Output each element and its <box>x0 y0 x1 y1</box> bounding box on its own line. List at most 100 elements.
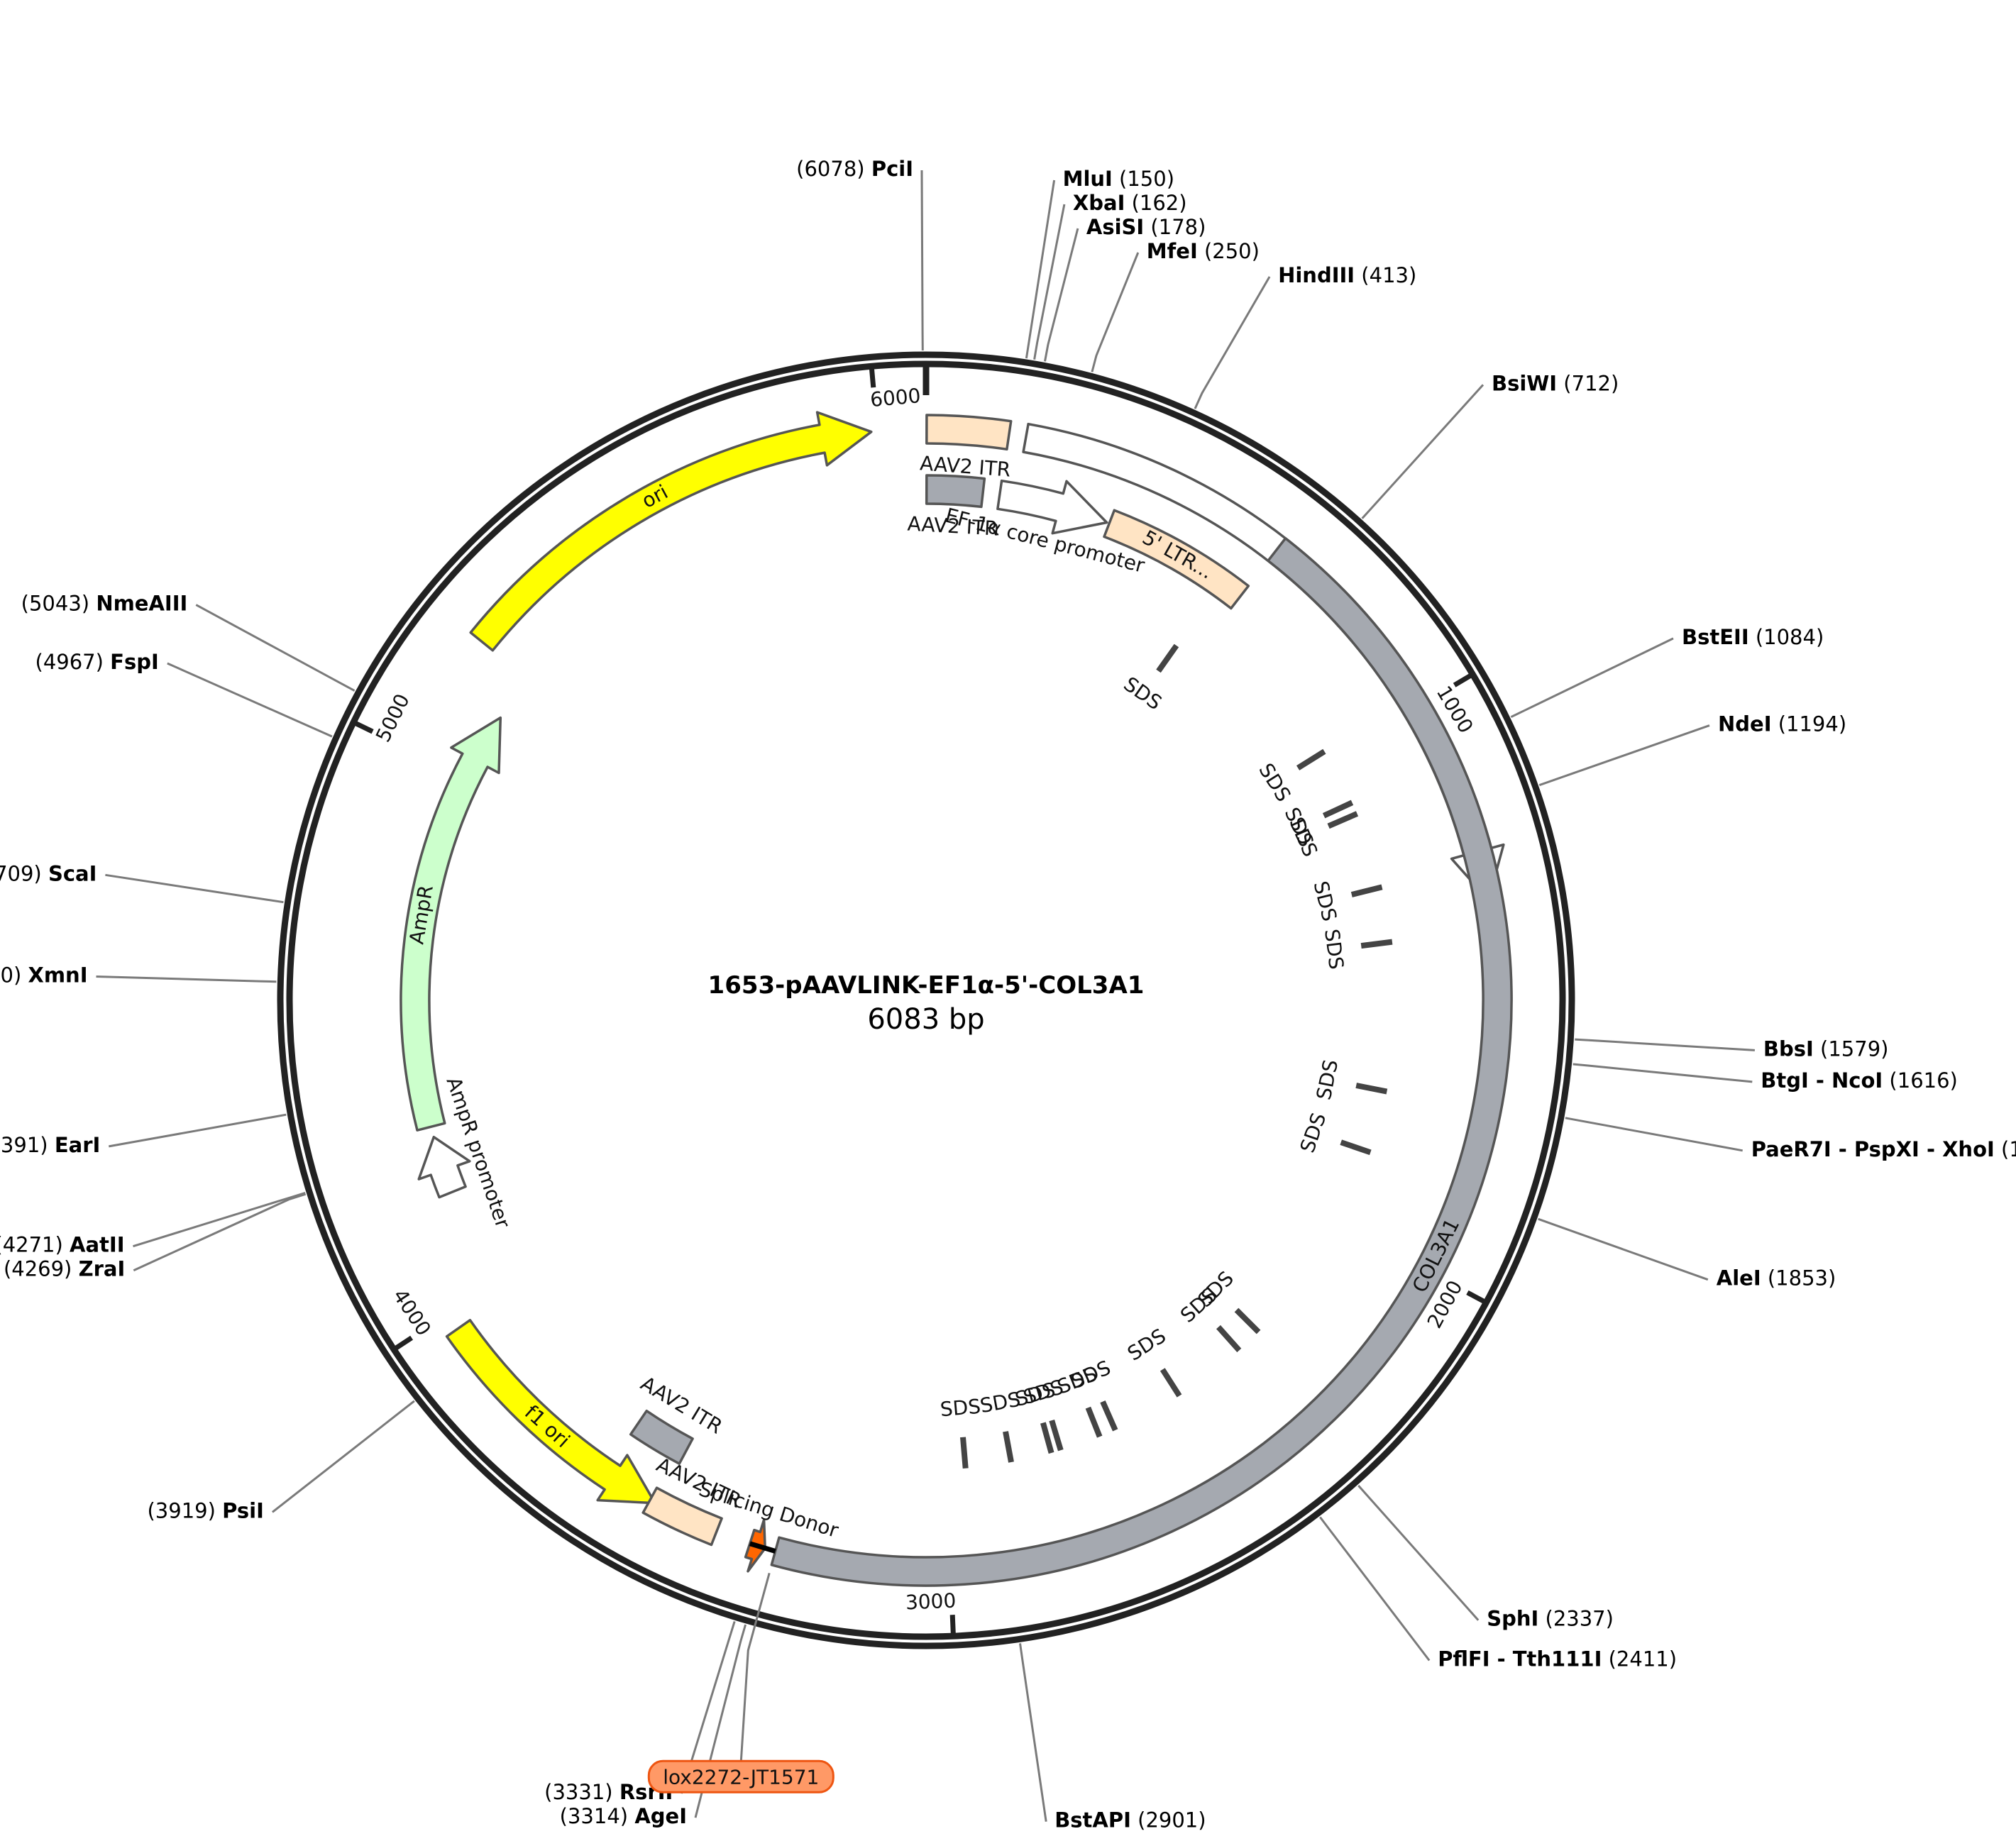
site-leader <box>133 1191 306 1248</box>
site-leader <box>1575 1038 1755 1051</box>
site-label: BtgI - NcoI (1616) <box>1761 1068 1958 1093</box>
site-tspan: (1084) <box>1749 625 1824 649</box>
feature-itr3 <box>629 1409 694 1465</box>
site-tspan: (4391) <box>0 1133 55 1157</box>
sds-mark <box>1322 800 1354 819</box>
site-tspan: (2901) <box>1131 1808 1206 1832</box>
site-tspan: HindIII <box>1278 263 1355 287</box>
site-label: (4391) EarI <box>0 1133 100 1157</box>
site-leader <box>1510 637 1674 718</box>
tick-mark <box>395 1335 414 1350</box>
feature-ampr <box>400 716 502 1132</box>
site-leader <box>1044 228 1079 362</box>
site-label: (4967) FspI <box>35 650 159 674</box>
site-label: SphI (2337) <box>1487 1607 1614 1631</box>
site-tspan: PaeR7I - PspXI - XhoI <box>1751 1137 1995 1161</box>
sds-mark <box>1216 1325 1242 1353</box>
site-label: (6078) PciI <box>796 157 913 181</box>
site-tspan: (1853) <box>1761 1266 1836 1290</box>
site-tspan: BstAPI <box>1054 1808 1131 1832</box>
site-tspan: (1616) <box>1883 1068 1958 1093</box>
site-tspan: (4967) <box>35 650 111 674</box>
tick-label: 4000 <box>388 1285 436 1340</box>
feature-ltr <box>1103 509 1250 610</box>
site-leader <box>96 975 277 983</box>
site-label: AleI (1853) <box>1717 1266 1836 1290</box>
site-tspan: (2337) <box>1538 1607 1614 1631</box>
site-tspan: AsiSI <box>1086 215 1144 239</box>
feature-itr1 <box>925 414 1013 451</box>
feature-itr2 <box>925 474 986 509</box>
site-tspan: (150) <box>1113 167 1174 191</box>
feature-efcore <box>996 479 1108 535</box>
site-label: MluI (150) <box>1063 167 1174 191</box>
sds-mark <box>1340 1139 1372 1156</box>
site-tspan: AleI <box>1717 1266 1761 1290</box>
site-label: (3919) PsiI <box>147 1498 263 1522</box>
site-tspan: (4590) <box>0 963 28 988</box>
site-tspan: (712) <box>1557 371 1619 395</box>
site-leader <box>1538 724 1710 787</box>
tick-label: 5000 <box>371 690 414 746</box>
site-leader <box>105 873 284 904</box>
site-leader <box>133 1193 307 1272</box>
site-tspan: ScaI <box>48 861 97 885</box>
tick-mark <box>1453 673 1472 687</box>
primer-box <box>647 1759 835 1793</box>
site-leader <box>1091 252 1140 372</box>
feature-ef1a <box>1022 422 1505 902</box>
feature-ori <box>469 411 873 652</box>
site-leader <box>109 1113 287 1148</box>
site-leader <box>1565 1117 1743 1152</box>
tick-mark <box>355 721 374 734</box>
site-tspan: (4709) <box>0 861 48 885</box>
feature-label-splice: Splicing Donor <box>696 1477 842 1542</box>
sds-mark <box>1355 1083 1388 1095</box>
site-label: (3331) RsrII <box>544 1780 673 1804</box>
sds-mark <box>1003 1431 1014 1463</box>
site-tspan: BbsI <box>1763 1036 1814 1061</box>
site-tspan: (3919) <box>147 1498 222 1522</box>
site-leader <box>1033 204 1066 360</box>
site-tspan: BsiWI <box>1492 371 1557 395</box>
sds-label: SDS <box>1284 814 1322 861</box>
site-leader <box>1538 1217 1709 1281</box>
site-tspan: MluI <box>1063 167 1113 191</box>
site-tspan: BstEII <box>1682 625 1749 649</box>
plasmid-backbone <box>277 351 1575 1649</box>
site-tspan: (1579) <box>1814 1036 1889 1061</box>
sds-label: SDS <box>1296 1110 1331 1156</box>
primer-leader <box>739 1572 771 1762</box>
site-label: (3314) AgeI <box>560 1804 687 1828</box>
feature-amprprom <box>417 1135 471 1199</box>
site-tspan: (413) <box>1355 263 1416 287</box>
site-leader <box>195 604 356 692</box>
backbone-outer-ring <box>277 351 1575 1649</box>
tick-mark <box>949 1615 956 1634</box>
site-leader <box>167 662 333 738</box>
site-label: MfeI (250) <box>1147 239 1260 263</box>
site-tspan: PflFI - Tth111I <box>1438 1647 1602 1671</box>
sds-label: SDS <box>940 1395 982 1422</box>
sds-mark <box>1327 811 1359 829</box>
site-tspan: NdeI <box>1718 712 1772 736</box>
sds-mark <box>1350 884 1383 897</box>
sds-label: SDS <box>1309 879 1341 924</box>
sds-mark <box>1049 1419 1064 1452</box>
site-tspan: (4269) <box>4 1257 79 1281</box>
sds-mark <box>1360 939 1393 949</box>
backbone-inner-ring <box>286 360 1566 1640</box>
site-leader <box>1319 1516 1431 1662</box>
site-label: BstEII (1084) <box>1682 625 1824 649</box>
site-tspan: (6078) <box>796 157 871 181</box>
site-tspan: AgeI <box>634 1804 687 1828</box>
sds-mark <box>1040 1422 1054 1454</box>
site-tspan: BtgI - NcoI <box>1761 1068 1883 1093</box>
tick-mark <box>869 368 876 388</box>
site-label: (4269) ZraI <box>4 1257 125 1281</box>
site-label: XbaI (162) <box>1073 191 1187 215</box>
sds-mark <box>1296 748 1326 770</box>
